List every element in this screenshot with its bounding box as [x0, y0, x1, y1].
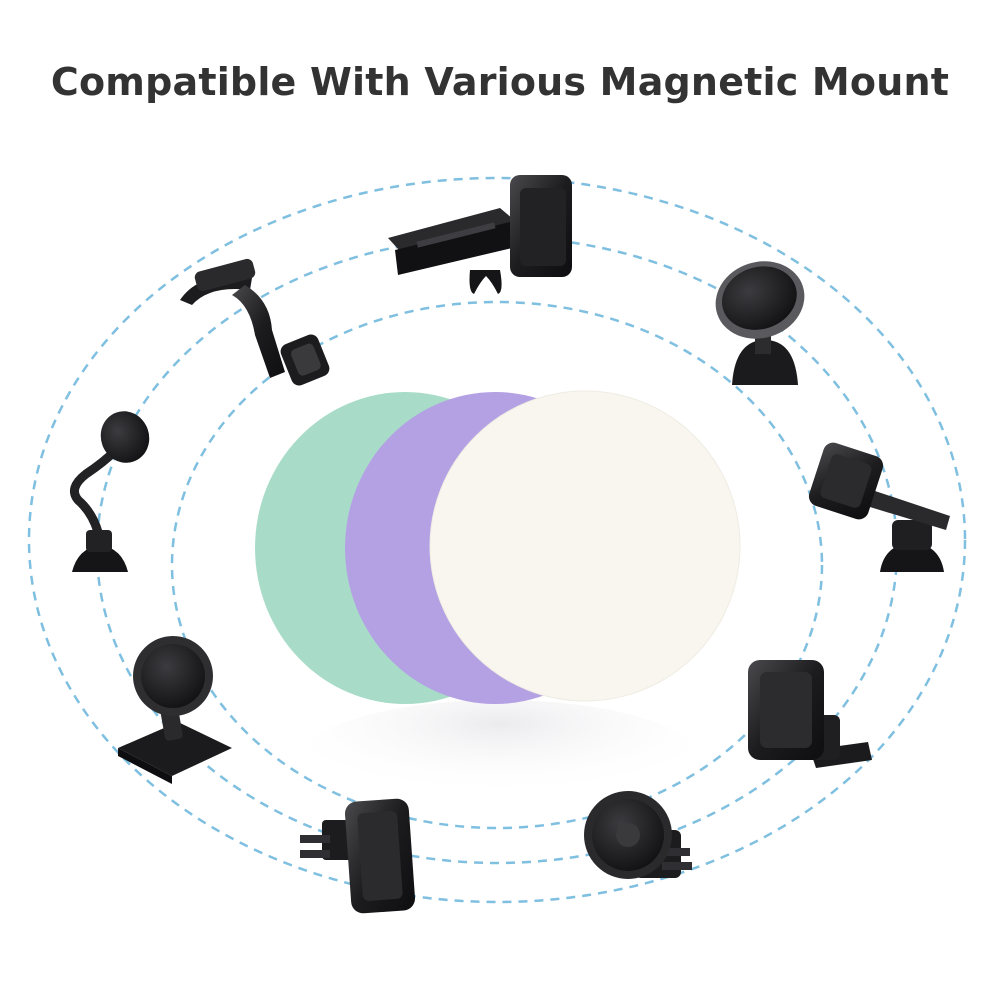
- dashboard-clip-mount-icon: [180, 258, 330, 386]
- adhesive-base-mount-icon: [118, 636, 232, 784]
- plate-reflection: [300, 700, 700, 820]
- outer-ring: [27, 176, 967, 904]
- round-vent-mount-icon: [584, 791, 692, 879]
- gooseneck-mount-icon: [69, 411, 150, 572]
- page-title: Compatible With Various Magnetic Mount: [50, 60, 950, 104]
- dome-stick-mount-icon: [715, 261, 805, 385]
- square-clip-mount-icon: [748, 660, 872, 768]
- metal-plates: [255, 390, 741, 820]
- square-vent-mount-icon: [300, 798, 416, 914]
- cd-slot-mount-icon: [388, 175, 572, 294]
- inner-ring: [170, 300, 824, 830]
- suction-arm-mount-icon: [808, 442, 950, 572]
- white-plate: [429, 390, 741, 702]
